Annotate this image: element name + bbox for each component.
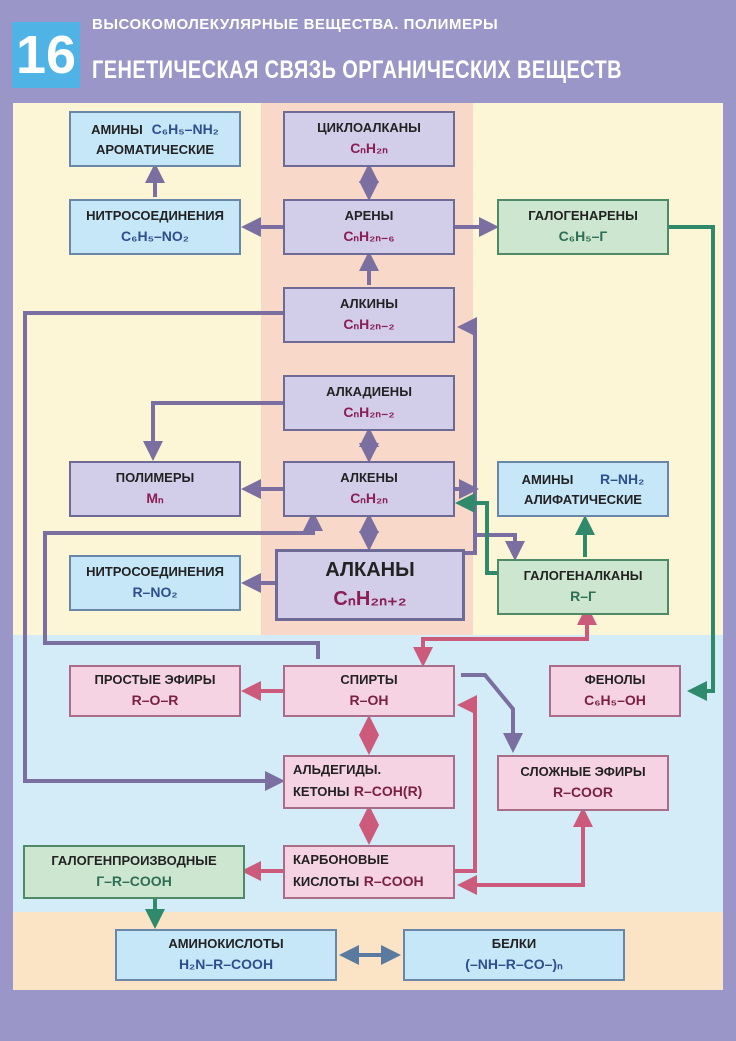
- cycloalkanes-formula: CₙH₂ₙ: [350, 140, 388, 157]
- esters-box: СЛОЖНЫЕ ЭФИРЫ R–COOR: [497, 755, 669, 811]
- haloalkanes-formula: R–Г: [570, 588, 596, 605]
- amines-aliphatic-label: АМИНЫ: [521, 471, 574, 487]
- polymers-box: ПОЛИМЕРЫ Mₙ: [69, 461, 241, 517]
- ethers-label: ПРОСТЫЕ ЭФИРЫ: [94, 672, 216, 688]
- arrow-alcohols-esters: [461, 673, 523, 753]
- alcohols-formula: R–OH: [349, 692, 389, 709]
- aldehydes-box: АЛЬДЕГИДЫ. КЕТОНЫ R–COH(R): [283, 755, 455, 809]
- poster-number: 16: [12, 22, 80, 88]
- proteins-box: БЕЛКИ (–NH–R–CO–)ₙ: [403, 929, 625, 981]
- arrow-haloalkanes-alkenes: [473, 517, 525, 561]
- diagram-panel: АМИНЫ C₆H₅–NH₂ АРОМАТИЧЕСКИЕ ЦИКЛОАЛКАНЫ…: [13, 103, 723, 990]
- carboxylic-label: КАРБОНОВЫЕ: [293, 851, 389, 867]
- arrow-haloalkanes-alkenes: [455, 493, 499, 575]
- phenols-box: ФЕНОЛЫ C₆H₅–OH: [549, 665, 681, 717]
- arrow-haloarenes-phenols: [669, 225, 715, 701]
- cycloalkanes-box: ЦИКЛОАЛКАНЫ CₙH₂ₙ: [283, 111, 455, 167]
- arenes-box: АРЕНЫ CₙH₂ₙ₋₆: [283, 199, 455, 255]
- ethers-formula: R–O–R: [131, 692, 179, 709]
- haloarenes-box: ГАЛОГЕНАРЕНЫ C₆H₅–Г: [497, 199, 669, 255]
- arrow-carboxylic-alcohols: [455, 695, 477, 873]
- alcohols-box: СПИРТЫ R–OH: [283, 665, 455, 717]
- amines-aliphatic-box: АМИНЫ R–NH₂ АЛИФАТИЧЕСКИЕ: [497, 461, 669, 517]
- phenols-formula: C₆H₅–OH: [584, 692, 646, 709]
- nitro-aromatic-box: НИТРОСОЕДИНЕНИЯ C₆H₅–NO₂: [69, 199, 241, 255]
- alkenes-label: АЛКЕНЫ: [340, 470, 398, 486]
- amino-acids-box: АМИНОКИСЛОТЫ H₂N–R–COOH: [115, 929, 337, 981]
- halo-acids-box: ГАЛОГЕНПРОИЗВОДНЫЕ Г–R–COOH: [23, 845, 245, 899]
- amines-aliphatic-label2: АЛИФАТИЧЕСКИЕ: [524, 492, 642, 508]
- haloarenes-label: ГАЛОГЕНАРЕНЫ: [528, 208, 638, 224]
- phenols-label: ФЕНОЛЫ: [584, 672, 646, 688]
- aldehydes-formula: R–COH(R): [353, 782, 423, 799]
- alcohols-label: СПИРТЫ: [340, 672, 398, 688]
- haloalkanes-label: ГАЛОГЕНАЛКАНЫ: [523, 568, 643, 584]
- nitro-aliphatic-label: НИТРОСОЕДИНЕНИЯ: [86, 564, 224, 580]
- polymers-formula: Mₙ: [146, 490, 164, 507]
- alkanes-box: АЛКАНЫ CₙH₂ₙ₊₂: [275, 549, 465, 621]
- alkadienes-formula: CₙH₂ₙ₋₂: [343, 404, 395, 421]
- amines-aliphatic-formula: R–NH₂: [600, 470, 645, 487]
- alkynes-label: АЛКИНЫ: [339, 296, 399, 312]
- alkadienes-label: АЛКАДИЕНЫ: [326, 384, 412, 400]
- amino-acids-formula: H₂N–R–COOH: [178, 956, 274, 973]
- alkynes-box: АЛКИНЫ CₙH₂ₙ₋₂: [283, 287, 455, 343]
- ketones-label: КЕТОНЫ: [293, 783, 350, 799]
- alkanes-formula: CₙH₂ₙ₊₂: [333, 588, 407, 610]
- amines-aromatic-label2: АРОМАТИЧЕСКИЕ: [96, 142, 214, 158]
- alkanes-label: АЛКАНЫ: [325, 559, 415, 581]
- amines-aromatic-formula: C₆H₅–NH₂: [151, 120, 219, 137]
- alkadienes-box: АЛКАДИЕНЫ CₙH₂ₙ₋₂: [283, 375, 455, 431]
- nitro-aromatic-formula: C₆H₅–NO₂: [120, 228, 189, 245]
- cycloalkanes-label: ЦИКЛОАЛКАНЫ: [317, 120, 421, 136]
- carboxylic-formula: R–COOH: [363, 872, 424, 889]
- alkenes-formula: CₙH₂ₙ: [350, 490, 388, 507]
- poster-subtitle: ВЫСОКОМОЛЕКУЛЯРНЫЕ ВЕЩЕСТВА. ПОЛИМЕРЫ: [92, 16, 499, 33]
- haloalkanes-box: ГАЛОГЕНАЛКАНЫ R–Г: [497, 559, 669, 615]
- halo-acids-formula: Г–R–COOH: [96, 873, 172, 890]
- arrow-carboxylic-esters: [457, 807, 593, 895]
- nitro-aromatic-label: НИТРОСОЕДИНЕНИЯ: [86, 208, 224, 224]
- ethers-box: ПРОСТЫЕ ЭФИРЫ R–O–R: [69, 665, 241, 717]
- alkenes-box: АЛКЕНЫ CₙH₂ₙ: [283, 461, 455, 517]
- esters-formula: R–COOR: [553, 784, 613, 801]
- arrow-alkynes-aldehydes: [23, 311, 285, 791]
- alkynes-formula: CₙH₂ₙ₋₂: [343, 316, 395, 333]
- carboxylic-acids-box: КАРБОНОВЫЕ КИСЛОТЫ R–COOH: [283, 845, 455, 899]
- haloarenes-formula: C₆H₅–Г: [558, 228, 608, 245]
- arrow-haloalkanes-alcohols: [413, 605, 597, 667]
- nitro-aliphatic-formula: R–NO₂: [132, 584, 178, 601]
- esters-label: СЛОЖНЫЕ ЭФИРЫ: [520, 764, 646, 780]
- halo-acids-label: ГАЛОГЕНПРОИЗВОДНЫЕ: [51, 853, 217, 869]
- arenes-formula: CₙH₂ₙ₋₆: [343, 228, 395, 245]
- arrow-alcohols-alkenes: [43, 511, 323, 659]
- aldehydes-label: АЛЬДЕГИДЫ.: [293, 761, 382, 777]
- arenes-label: АРЕНЫ: [344, 208, 394, 224]
- arrow-alkanes-alkynes: [455, 317, 477, 555]
- poster-title: ГЕНЕТИЧЕСКАЯ СВЯЗЬ ОРГАНИЧЕСКИХ ВЕЩЕСТВ: [92, 56, 622, 84]
- arrows-layer: [23, 163, 715, 965]
- proteins-label: БЕЛКИ: [491, 936, 537, 952]
- acids-label: КИСЛОТЫ: [293, 873, 360, 889]
- arrow-alkadienes-polymers: [143, 401, 283, 461]
- amines-aromatic-box: АМИНЫ C₆H₅–NH₂ АРОМАТИЧЕСКИЕ: [69, 111, 241, 167]
- polymers-label: ПОЛИМЕРЫ: [115, 470, 195, 486]
- amines-aromatic-label: АМИНЫ: [91, 121, 143, 137]
- amino-acids-label: АМИНОКИСЛОТЫ: [168, 936, 284, 952]
- proteins-formula: (–NH–R–CO–)ₙ: [465, 956, 563, 973]
- nitro-aliphatic-box: НИТРОСОЕДИНЕНИЯ R–NO₂: [69, 555, 241, 611]
